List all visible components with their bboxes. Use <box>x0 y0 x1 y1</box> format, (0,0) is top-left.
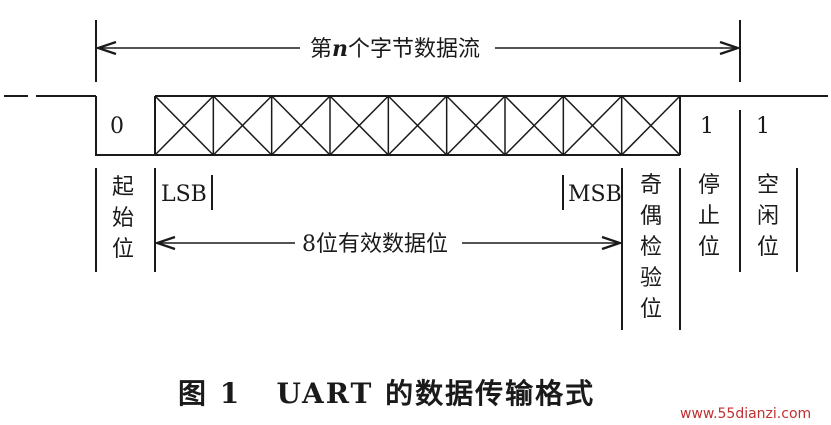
data-cell <box>329 95 389 156</box>
start-bit-low <box>95 96 155 156</box>
byte-stream-span: 第n个字节数据流 <box>95 20 741 82</box>
data-cell <box>562 95 623 156</box>
svg-text:检: 检 <box>640 235 662 260</box>
svg-text:止: 止 <box>698 204 720 229</box>
idle-bit-value: 1 <box>756 114 770 139</box>
stop-bit-label: 停 止 位 <box>698 173 720 260</box>
data-cell <box>445 95 506 156</box>
signal-waveform <box>4 95 828 156</box>
field-dividers <box>95 110 798 330</box>
svg-text:始: 始 <box>112 206 134 231</box>
lsb-label: LSB <box>161 182 207 207</box>
data-cell <box>504 95 564 156</box>
data-cell <box>154 95 214 156</box>
cell-diagonal <box>446 95 506 156</box>
figure-caption: 图 1 UART 的数据传输格式 <box>178 377 595 410</box>
cell-diagonal <box>504 95 564 156</box>
idle-bit-label: 空 闲 位 <box>757 173 779 260</box>
svg-text:验: 验 <box>640 266 662 291</box>
cell-diagonal <box>271 95 331 156</box>
svg-text:位: 位 <box>698 235 720 260</box>
data-cells <box>154 95 681 156</box>
cell-diagonal <box>562 95 623 156</box>
cell-diagonal <box>621 95 681 156</box>
msb-label: MSB <box>568 182 622 207</box>
svg-text:位: 位 <box>112 237 134 262</box>
data-bits-label: 8位有效数据位 <box>302 232 448 257</box>
svg-text:偶: 偶 <box>640 204 662 229</box>
svg-text:停: 停 <box>698 173 720 198</box>
svg-text:位: 位 <box>640 297 662 322</box>
cell-diagonal <box>212 95 273 156</box>
svg-text:起: 起 <box>112 175 134 200</box>
start-bit-label: 起 始 位 <box>112 175 134 262</box>
parity-bit-label: 奇 偶 检 验 位 <box>640 173 662 322</box>
svg-text:位: 位 <box>757 235 779 260</box>
data-cell <box>212 95 273 156</box>
data-cell <box>270 95 331 156</box>
svg-text:奇: 奇 <box>640 173 662 198</box>
byte-stream-label: 第n个字节数据流 <box>310 36 480 62</box>
data-cell <box>620 95 681 156</box>
cell-diagonal <box>154 95 214 156</box>
svg-text:闲: 闲 <box>757 204 779 229</box>
data-cell <box>387 95 448 156</box>
start-bit-value: 0 <box>110 114 124 139</box>
data-bits-span: 8位有效数据位 <box>157 232 620 257</box>
cell-diagonal <box>387 95 448 156</box>
cell-diagonal <box>329 95 389 156</box>
stop-bit-value: 1 <box>700 114 714 139</box>
watermark: www.55dianzi.com <box>680 406 811 422</box>
svg-text:空: 空 <box>757 173 779 198</box>
